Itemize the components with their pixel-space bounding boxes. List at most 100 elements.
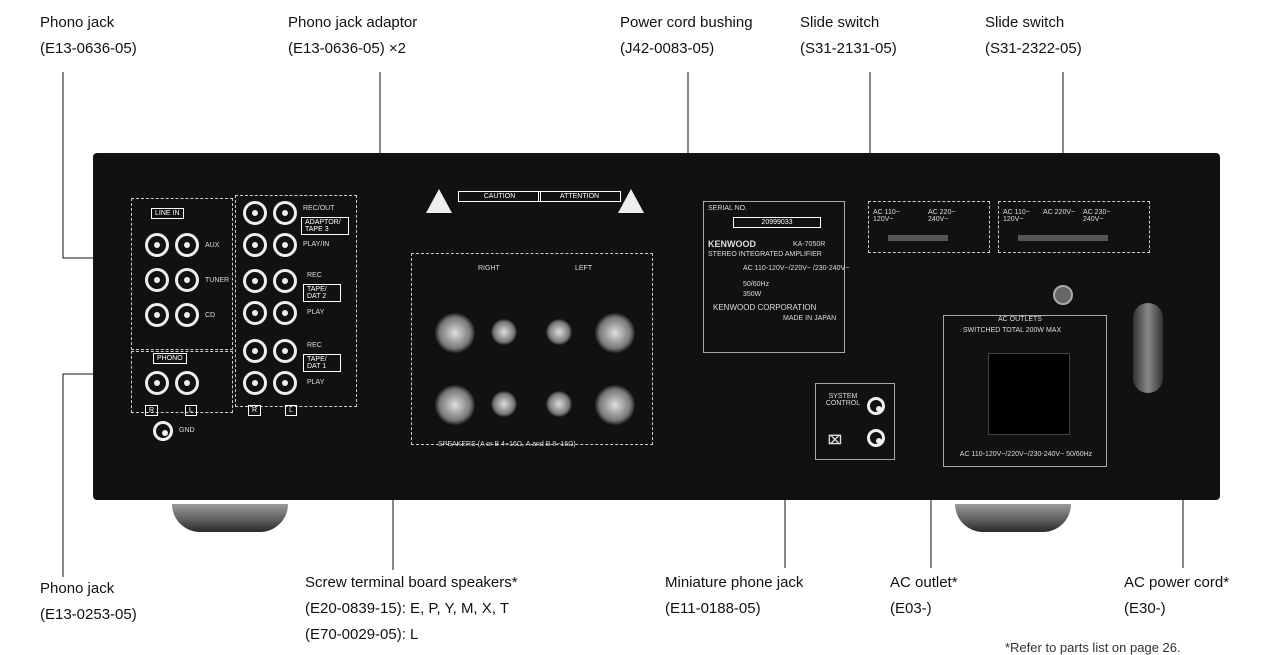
tape1-rec-jack-r[interactable] bbox=[243, 339, 267, 363]
callout-phono-jack-bottom: Phono jack (E13-0253-05) bbox=[40, 576, 137, 628]
callout-name: Slide switch bbox=[985, 14, 1065, 31]
callout-screw-terminal: Screw terminal board speakers* (E20-0839… bbox=[305, 570, 518, 648]
tape1-play-jack-l[interactable] bbox=[273, 371, 297, 395]
tape3-rec-jack-l[interactable] bbox=[273, 201, 297, 225]
speaker-a-left-plus-terminal[interactable] bbox=[595, 313, 635, 353]
line-in-label: LINE IN bbox=[151, 208, 184, 219]
speaker-a-right-plus-terminal[interactable] bbox=[435, 313, 475, 353]
tape2-play-jack-r[interactable] bbox=[243, 301, 267, 325]
phono-jack-l[interactable] bbox=[175, 371, 199, 395]
ac-outlet-socket[interactable] bbox=[988, 353, 1070, 435]
tape3-rec-jack-r[interactable] bbox=[243, 201, 267, 225]
frequency-label: 50/60Hz bbox=[743, 281, 770, 288]
tuner-jack-r[interactable] bbox=[145, 268, 169, 292]
right-foot bbox=[955, 504, 1071, 532]
phono-jack-r[interactable] bbox=[145, 371, 169, 395]
slide-switch-2-panel bbox=[998, 201, 1150, 253]
callout-part: (S31-2131-05) bbox=[800, 40, 897, 57]
speaker-b-right-minus-terminal[interactable] bbox=[491, 391, 517, 417]
speaker-terminal-board bbox=[411, 253, 653, 445]
serial-no-label: SERIAL NO. bbox=[708, 205, 748, 212]
slide-switch-2-option-a: AC 110~ 120V~ bbox=[1003, 209, 1030, 223]
callout-part: (E13-0636-05) ×2 bbox=[288, 40, 406, 57]
callout-slide-switch-2: Slide switch (S31-2322-05) bbox=[985, 10, 1082, 62]
serial-number-value: 20999033 bbox=[733, 217, 821, 228]
tape1-rec-label: REC bbox=[307, 342, 322, 349]
tape-dat1-label: TAPE/ DAT 1 bbox=[303, 354, 341, 372]
system-control-jack-1[interactable] bbox=[867, 397, 885, 415]
callout-phono-jack-adaptor: Phono jack adaptor (E13-0636-05) ×2 bbox=[288, 10, 417, 62]
aux-jack-l[interactable] bbox=[175, 233, 199, 257]
slide-switch-2-option-c: AC 230~ 240V~ bbox=[1083, 209, 1111, 223]
rec-out-label: REC/OUT bbox=[303, 205, 335, 212]
aux-jack-r[interactable] bbox=[145, 233, 169, 257]
made-in-label: MADE IN JAPAN bbox=[783, 315, 837, 322]
switched-total-label: SWITCHED TOTAL 200W MAX bbox=[963, 327, 1062, 334]
callout-slide-switch-1: Slide switch (S31-2131-05) bbox=[800, 10, 897, 62]
cd-jack-l[interactable] bbox=[175, 303, 199, 327]
left-foot bbox=[172, 504, 288, 532]
slide-switch-2-option-b: AC 220V~ bbox=[1043, 209, 1076, 216]
tuner-jack-l[interactable] bbox=[175, 268, 199, 292]
tape2-rec-label: REC bbox=[307, 272, 322, 279]
callout-name: Phono jack bbox=[40, 580, 115, 597]
system-control-logo-icon: ⌧ bbox=[828, 433, 842, 447]
phono-l-label: L bbox=[185, 405, 197, 416]
tape2-rec-jack-l[interactable] bbox=[273, 269, 297, 293]
callout-power-cord-bushing: Power cord bushing (J42-0083-05) bbox=[620, 10, 753, 62]
corporation-label: KENWOOD CORPORATION bbox=[713, 303, 817, 312]
ac-power-cord bbox=[1133, 303, 1163, 393]
slide-switch-2-control[interactable] bbox=[1018, 235, 1108, 241]
gnd-label: GND bbox=[179, 427, 195, 434]
tape2-play-jack-l[interactable] bbox=[273, 301, 297, 325]
cd-jack-r[interactable] bbox=[145, 303, 169, 327]
tape1-rec-jack-l[interactable] bbox=[273, 339, 297, 363]
phono-r-label: R bbox=[145, 405, 159, 416]
tape2-play-label: PLAY bbox=[307, 309, 325, 316]
tape3-play-jack-r[interactable] bbox=[243, 233, 267, 257]
slide-switch-1-option-a: AC 110~ 120V~ bbox=[873, 209, 900, 223]
callout-part: (E20-0839-15): E, P, Y, M, X, T bbox=[305, 600, 510, 617]
phono-section bbox=[131, 351, 233, 413]
callout-name: Slide switch bbox=[800, 14, 880, 31]
cd-label: CD bbox=[205, 312, 216, 319]
wattage-label: 350W bbox=[743, 291, 762, 298]
speaker-a-right-minus-terminal[interactable] bbox=[491, 319, 517, 345]
callout-miniature-phone-jack: Miniature phone jack (E11-0188-05) bbox=[665, 570, 803, 622]
callout-name: AC power cord* bbox=[1124, 574, 1230, 591]
warning-triangle-right-icon bbox=[618, 189, 644, 213]
speaker-a-left-minus-terminal[interactable] bbox=[546, 319, 572, 345]
speaker-b-right-plus-terminal[interactable] bbox=[435, 385, 475, 425]
speaker-b-left-minus-terminal[interactable] bbox=[546, 391, 572, 417]
ac-outlets-label: AC OUTLETS bbox=[998, 316, 1042, 323]
slide-switch-1-panel bbox=[868, 201, 990, 253]
speakers-right-label: RIGHT bbox=[478, 265, 500, 272]
speakers-label: SPEAKERS (A or B 4~16Ω, A and B 8~16Ω) bbox=[438, 441, 576, 448]
tape2-rec-jack-r[interactable] bbox=[243, 269, 267, 293]
callout-part: (E13-0636-05) bbox=[40, 40, 137, 57]
system-control-label: SYSTEM CONTROL bbox=[825, 393, 861, 407]
speakers-left-label: LEFT bbox=[575, 265, 593, 272]
callout-part-2: (E70-0029-05): L bbox=[305, 626, 419, 643]
system-control-panel bbox=[815, 383, 895, 460]
tape1-play-jack-r[interactable] bbox=[243, 371, 267, 395]
tuner-label: TUNER bbox=[205, 277, 230, 284]
caution-label: CAUTION bbox=[458, 191, 541, 202]
tape-l-label: L bbox=[285, 405, 297, 416]
system-control-jack-2[interactable] bbox=[867, 429, 885, 447]
tape3-play-jack-l[interactable] bbox=[273, 233, 297, 257]
callout-name: Screw terminal board speakers* bbox=[305, 574, 518, 591]
speaker-b-left-plus-terminal[interactable] bbox=[595, 385, 635, 425]
attention-label: ATTENTION bbox=[538, 191, 621, 202]
warning-triangle-left-icon bbox=[426, 189, 452, 213]
power-cord-bushing bbox=[1053, 285, 1073, 305]
adaptor-tape3-label: ADAPTOR/ TAPE 3 bbox=[301, 217, 349, 235]
gnd-terminal[interactable] bbox=[153, 421, 173, 441]
tape-r-label: R bbox=[248, 405, 262, 416]
slide-switch-1-control[interactable] bbox=[888, 235, 948, 241]
callout-part: (E30-) bbox=[1124, 600, 1166, 617]
tape-dat2-label: TAPE/ DAT 2 bbox=[303, 284, 341, 302]
callout-phono-jack-top: Phono jack (E13-0636-05) bbox=[40, 10, 137, 62]
line-in-section bbox=[131, 198, 233, 350]
callout-part: (E03-) bbox=[890, 600, 932, 617]
